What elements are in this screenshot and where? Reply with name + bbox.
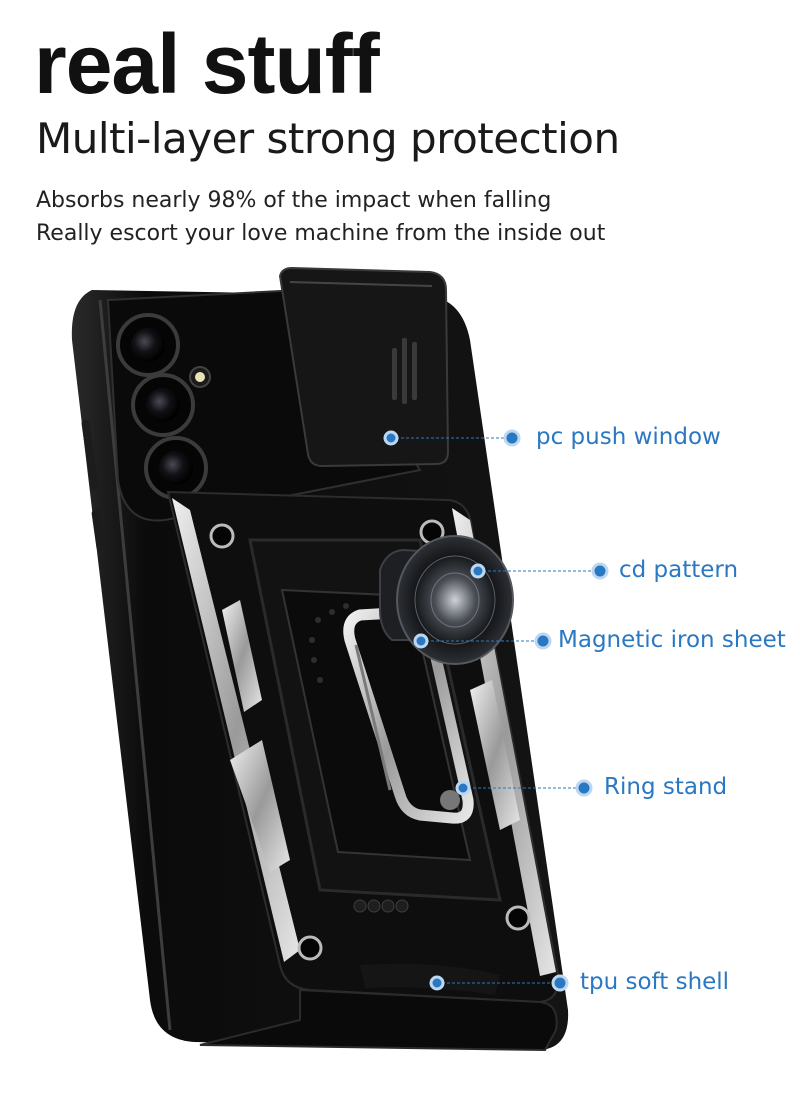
description-line-1: Absorbs nearly 98% of the impact when fa… <box>36 188 552 213</box>
callout-ring-stand: Ring stand <box>604 774 728 800</box>
pc-push-window <box>278 266 450 468</box>
callout-lines <box>391 437 600 984</box>
camera-lens-icon <box>116 313 208 500</box>
description-line-2: Really escort your love machine from the… <box>36 221 606 246</box>
callout-dot-icon <box>383 429 609 992</box>
ring-stand-icon <box>343 606 474 824</box>
callout-pc-push-window: pc push window <box>536 424 721 450</box>
headline: real stuff <box>34 17 380 111</box>
subheadline: Multi-layer strong protection <box>36 114 620 163</box>
callout-cd-pattern: cd pattern <box>619 557 739 583</box>
callout-magnetic-iron-sheet: Magnetic iron sheet <box>558 627 786 653</box>
callout-tpu-soft-shell: tpu soft shell <box>580 969 730 995</box>
flash-icon <box>189 366 211 388</box>
